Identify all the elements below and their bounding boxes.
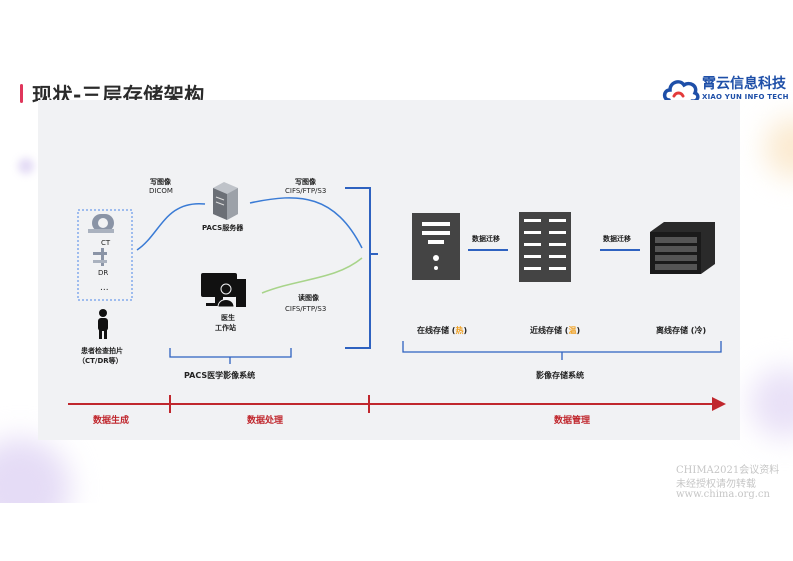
doctor-label-line1: 医生 [221, 314, 235, 322]
logo-name-en: XIAO YUN INFO TECH [702, 93, 789, 101]
read-image-label: 读图像 [298, 294, 319, 302]
decor-blob-right [750, 368, 793, 438]
decor-blob-small [18, 158, 34, 174]
tier-offline-temp: 冷 [694, 326, 703, 335]
decor-blob-left [0, 438, 70, 503]
tier-nearline: 近线存储 (温) [530, 326, 581, 335]
decor-blob-top-right [765, 118, 793, 178]
cloud-logo-icon [662, 80, 700, 103]
pacs-server-label: PACS服务器 [202, 224, 244, 232]
doctor-label-line2: 工作站 [215, 324, 236, 332]
stage-data-generation: 数据生成 [93, 416, 130, 426]
write-image-label-2: 写图像 [295, 178, 316, 186]
migration-label-2: 数据迁移 [603, 235, 631, 243]
storage-system-label: 影像存储系统 [536, 371, 584, 380]
stage-data-processing: 数据处理 [247, 416, 284, 426]
watermark-line-3: www.chima.org.cn [676, 489, 770, 500]
migration-label-1: 数据迁移 [472, 235, 500, 243]
diagram-panel [38, 100, 740, 440]
device-label-more: ... [100, 283, 109, 293]
device-label-ct: CT [101, 239, 111, 247]
tier-nearline-name: 近线存储 [530, 326, 562, 335]
write-image-protocol-2: CIFS/FTP/S3 [285, 187, 327, 195]
read-image-protocol: CIFS/FTP/S3 [285, 305, 327, 313]
pacs-system-label: PACS医学影像系统 [184, 371, 256, 380]
tier-online-temp: 热 [455, 326, 464, 335]
write-image-protocol-1: DICOM [149, 187, 173, 195]
tier-offline-name: 离线存储 [656, 326, 688, 335]
stage-data-management: 数据管理 [554, 416, 591, 426]
logo-name-cn: 霄云信息科技 [702, 76, 786, 92]
tier-online-name: 在线存储 [417, 326, 449, 335]
watermark-line-1: CHIMA2021会议资料 [676, 465, 780, 476]
title-accent-bar [20, 84, 23, 103]
watermark-line-2: 未经授权请勿转载 [676, 479, 756, 490]
tier-online: 在线存储 (热) [417, 326, 468, 335]
patient-label-line1: 患者检查拍片 [81, 347, 123, 355]
patient-label-line2: （CT/DR等） [78, 357, 123, 365]
tier-nearline-temp: 温 [568, 326, 577, 335]
write-image-label-1: 写图像 [150, 178, 171, 186]
device-label-dr: DR [98, 269, 109, 277]
tier-offline: 离线存储 (冷) [656, 326, 707, 335]
